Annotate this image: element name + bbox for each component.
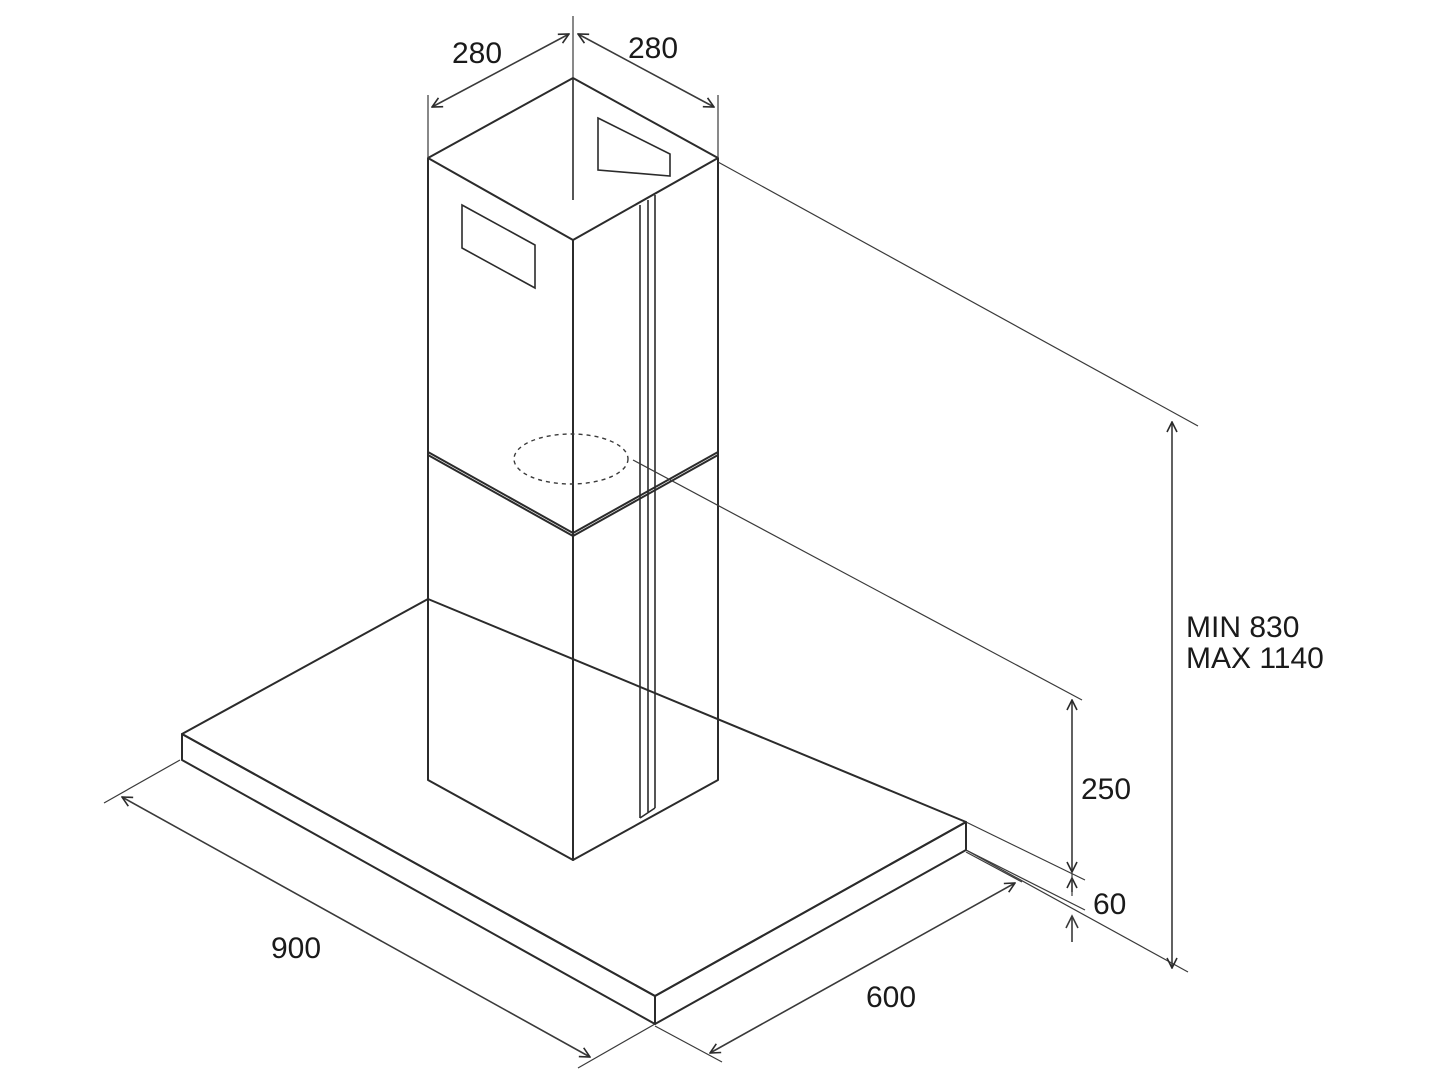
- lower-chimney-left-face: [427, 451, 574, 861]
- dim-canopy-thickness: [965, 849, 1086, 942]
- label-chimney-width-left: 280: [452, 37, 502, 70]
- upper-chimney: [427, 77, 719, 537]
- canopy-left-face: [181, 733, 656, 1025]
- dim-total-height: [717, 161, 1199, 973]
- label-canopy-width: 900: [271, 932, 321, 965]
- label-lower-chimney-height: 250: [1081, 773, 1131, 806]
- dim-canopy-width: [103, 759, 656, 1069]
- lower-chimney-right-face: [572, 451, 719, 861]
- label-height-min: MIN 830: [1186, 611, 1299, 644]
- air-outlet-dashed-ellipse: [513, 433, 629, 485]
- label-canopy-depth: 600: [866, 981, 916, 1014]
- label-height-max: MAX 1140: [1186, 642, 1324, 675]
- dim-lower-chimney-height: [632, 459, 1086, 881]
- upper-chimney-left-face: [427, 157, 574, 537]
- dim-canopy-depth: [654, 851, 1023, 1063]
- dim-chimney-width-left: [427, 16, 574, 158]
- upper-chimney-back-slot: [597, 116, 671, 177]
- label-chimney-width-right: 280: [628, 32, 678, 65]
- label-canopy-thickness: 60: [1093, 888, 1126, 921]
- dim-chimney-width-right: [578, 34, 719, 158]
- chimney-seam-strip: [639, 195, 656, 819]
- canopy-right-face: [654, 821, 967, 1025]
- upper-chimney-left-slot: [461, 203, 536, 290]
- upper-chimney-right-face: [572, 157, 719, 537]
